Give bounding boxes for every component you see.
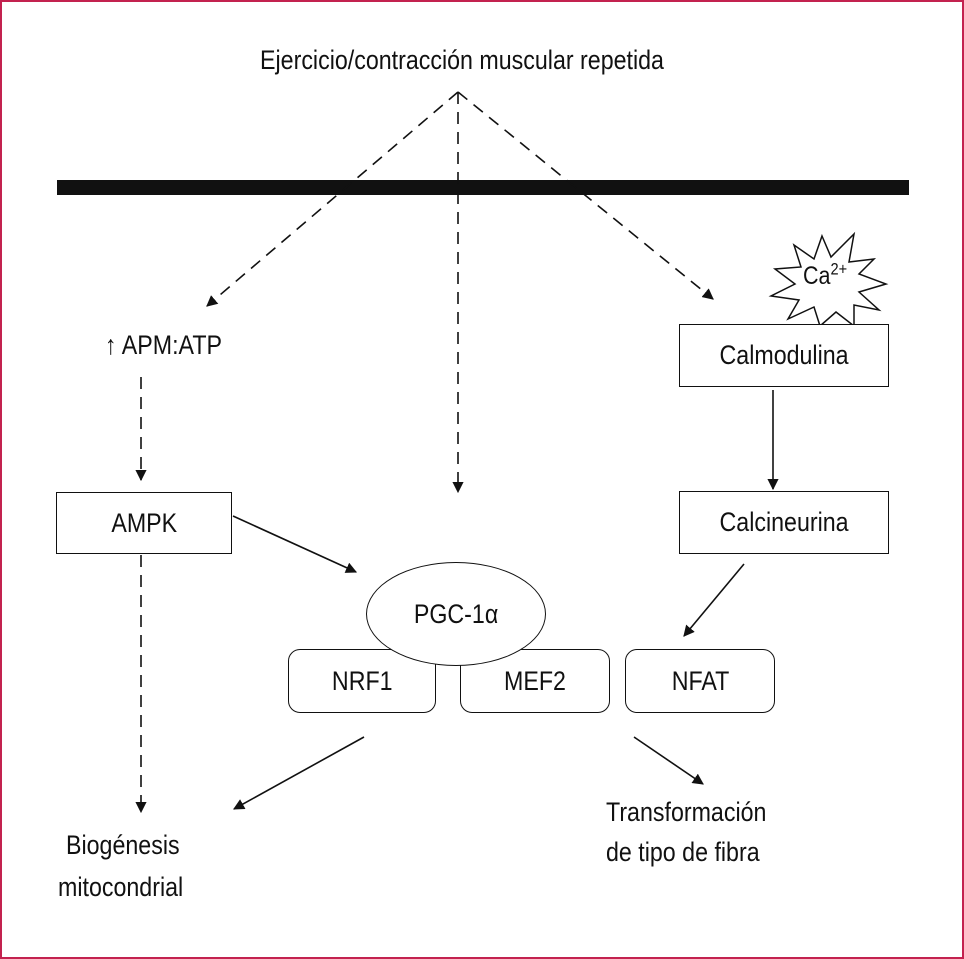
apm-atp-label: ↑ APM:ATP bbox=[105, 329, 222, 361]
nrf1-box: NRF1 bbox=[288, 649, 436, 713]
diagram-title: Ejercicio/contracción muscular repetida bbox=[260, 45, 664, 75]
calmodulina-box: Calmodulina bbox=[679, 324, 889, 387]
calcineurina-label: Calcineurina bbox=[719, 507, 849, 537]
fibra-label-line2: de tipo de fibra bbox=[606, 837, 760, 867]
increase-arrow-icon: ↑ bbox=[105, 330, 117, 360]
nfat-box: NFAT bbox=[625, 649, 775, 713]
ampk-label: AMPK bbox=[111, 507, 177, 538]
arrow-exercise-to-calmodulina bbox=[457, 91, 714, 300]
nrf1-label: NRF1 bbox=[331, 665, 393, 696]
membrane-bar bbox=[57, 180, 909, 195]
calcineurina-box: Calcineurina bbox=[679, 491, 889, 554]
calcium-label: Ca2+ bbox=[803, 261, 847, 291]
biogenesis-label-line2: mitocondrial bbox=[58, 872, 184, 902]
arrow-exercise-to-apm bbox=[206, 91, 459, 307]
apm-atp-text: APM:ATP bbox=[121, 330, 223, 360]
arrow-ampk-to-pgc bbox=[232, 515, 358, 573]
pgc1a-ellipse: PGC-1α bbox=[366, 562, 546, 666]
arrow-mef2-to-fibra bbox=[633, 736, 704, 785]
calmodulina-label: Calmodulina bbox=[719, 340, 849, 370]
calcium-starburst bbox=[768, 231, 889, 328]
pgc1a-label: PGC-1α bbox=[413, 598, 499, 629]
ampk-box: AMPK bbox=[56, 492, 232, 554]
calcium-symbol: Ca bbox=[803, 262, 831, 290]
calcium-charge: 2+ bbox=[830, 259, 848, 279]
nfat-label: NFAT bbox=[671, 665, 729, 696]
mef2-label: MEF2 bbox=[504, 665, 566, 696]
biogenesis-label-line1: Biogénesis bbox=[66, 830, 180, 860]
fibra-label-line1: Transformación bbox=[606, 797, 767, 827]
arrow-calcineurina-to-nfat bbox=[683, 563, 745, 637]
arrow-nrf1-to-biogenesis bbox=[233, 736, 365, 810]
